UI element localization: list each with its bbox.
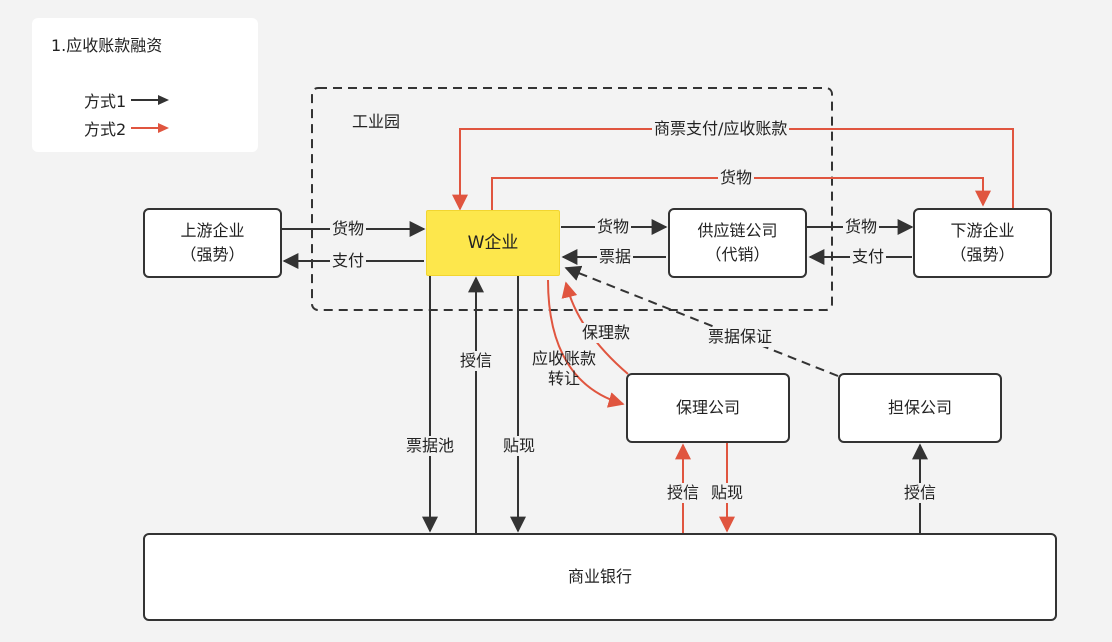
label-factoring-payment: 保理款 (580, 323, 633, 343)
factoring-company-node: 保理公司 (626, 373, 790, 443)
legend-title: 1.应收账款融资 (51, 36, 163, 55)
industrial-park-label: 工业园 (352, 112, 401, 131)
label-downstream-pay: 支付 (850, 247, 887, 267)
label-downstream-goods: 货物 (843, 217, 880, 237)
label-w-credit: 授信 (458, 351, 495, 371)
label-commercial-paper: 商票支付/应收账款 (652, 119, 790, 139)
label-bill-pool: 票据池 (404, 436, 457, 456)
label-upstream-goods: 货物 (330, 219, 367, 239)
upstream-name: 上游企业 (180, 221, 245, 240)
upstream-enterprise-node: 上游企业 （强势） (143, 208, 282, 278)
red-arrow-icon (131, 123, 170, 133)
legend-method-1-label: 方式1 (84, 92, 127, 111)
downstream-enterprise-node: 下游企业 （强势） (913, 208, 1052, 278)
factoring-label: 保理公司 (675, 398, 740, 417)
supply-chain-note: （代销） (705, 245, 770, 264)
label-bill-guarantee: 票据保证 (706, 327, 775, 347)
arrow-bill-guarantee (564, 265, 839, 377)
arrow-ar-transfer (547, 279, 625, 408)
upstream-note: （强势） (180, 245, 245, 264)
supply-chain-name: 供应链公司 (697, 221, 778, 240)
label-ar-transfer-line2: 转让 (547, 369, 580, 388)
label-w-discount: 贴现 (501, 436, 538, 456)
downstream-note: （强势） (950, 245, 1015, 264)
w-enterprise-label: W企业 (467, 233, 519, 253)
downstream-name: 下游企业 (950, 221, 1015, 240)
legend (32, 18, 258, 152)
label-factoring-discount: 贴现 (709, 483, 746, 503)
label-factoring-credit: 授信 (665, 483, 702, 503)
bank-label: 商业银行 (567, 567, 632, 586)
label-top-goods: 货物 (718, 168, 755, 188)
label-guarantee-credit: 授信 (902, 483, 939, 503)
industrial-park-boundary (311, 87, 833, 311)
supply-chain-company-node: 供应链公司 （代销） (668, 208, 807, 278)
label-w-bill: 票据 (597, 247, 634, 267)
commercial-bank-node: 商业银行 (143, 533, 1057, 621)
black-arrow-icon (131, 95, 170, 105)
legend-method-2: 方式2 (84, 116, 170, 140)
w-enterprise-node: W企业 (426, 210, 560, 276)
label-w-goods: 货物 (595, 217, 632, 237)
guarantee-label: 担保公司 (887, 398, 952, 417)
legend-method-1: 方式1 (84, 88, 170, 112)
legend-method-2-label: 方式2 (84, 120, 127, 139)
guarantee-company-node: 担保公司 (838, 373, 1002, 443)
label-ar-transfer: 应收账款 转让 (524, 349, 604, 389)
label-upstream-pay: 支付 (330, 251, 367, 271)
label-ar-transfer-line1: 应收账款 (531, 349, 596, 368)
